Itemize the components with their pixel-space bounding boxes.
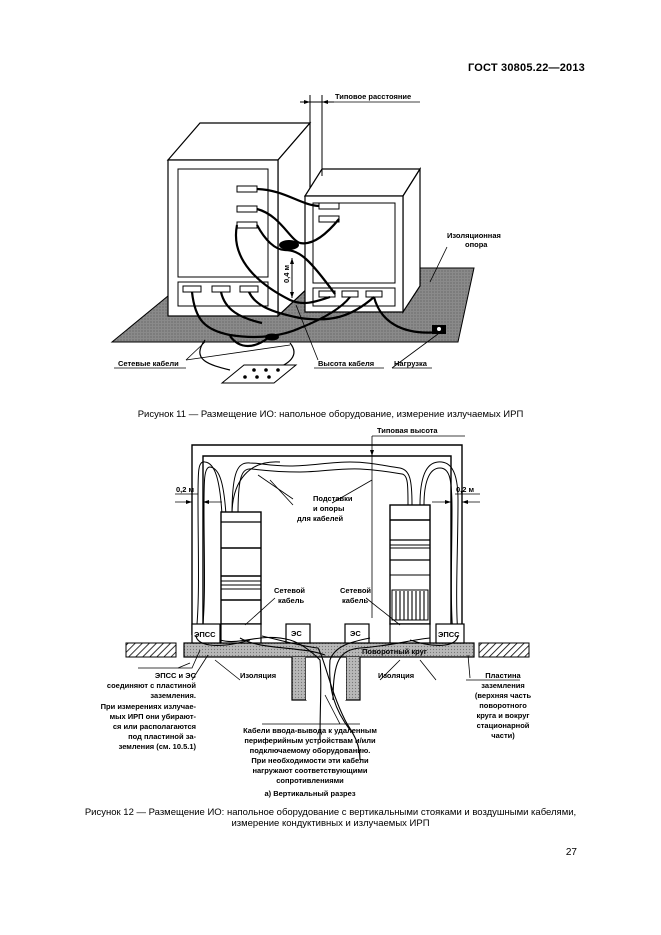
large-cabinet [166,121,312,318]
svg-text:соединяют с пластиной: соединяют с пластиной [107,681,196,690]
height-04-label: 0,4 м [282,264,291,283]
svg-text:(верхняя часть: (верхняя часть [475,691,532,700]
ferrite-clamp [279,240,299,250]
center-note: Кабели ввода-вывода к удаленным перифери… [243,726,377,785]
dist-right-label: 0,2 м [456,485,475,494]
standard-header: ГОСТ 30805.22—2013 [467,62,585,74]
mains-left-label-1: Сетевой [274,586,305,595]
svg-text:нагружают соответствующими: нагружают соответствующими [252,766,367,775]
mains-right-label-2: кабель [342,596,368,605]
right-rack [389,504,431,625]
svg-text:Пластина: Пластина [485,671,521,680]
svg-text:поворотного: поворотного [479,701,527,710]
figure-12-drawing: Типовая высота 0,2 м 0,2 м Подставки и о… [101,426,532,798]
figure-12-caption: Рисунок 12 — Размещение ИО: напольное об… [40,807,621,829]
insulation-right-label: Изоляция [378,671,414,680]
svg-text:сопротивлениями: сопротивлениями [276,776,344,785]
svg-text:ся или располагаются: ся или располагаются [113,722,196,731]
svg-text:стационарной: стационарной [477,721,530,730]
typical-height-label: Типовая высота [377,426,438,435]
svg-text:заземления: заземления [481,681,525,690]
load-label: Нагрузка [394,359,428,368]
supports-label-1: Подставки [313,494,353,503]
typical-distance-label: Типовое расстояние [335,92,411,101]
lisn-right-label: ЭПСС [438,630,460,639]
svg-text:ЭПСС и ЭС: ЭПСС и ЭС [155,671,197,680]
supports-label-3: для кабелей [297,514,344,523]
svg-text:под пластиной за-: под пластиной за- [128,732,196,741]
small-cabinet [303,166,422,315]
aux-left-label: ЭС [291,629,302,638]
aux-right-label: ЭС [350,629,361,638]
svg-text:круга и вокруг: круга и вокруг [476,711,529,720]
figure-12-caption-line-1: Рисунок 12 — Размещение ИО: напольное об… [84,807,577,818]
svg-text:При необходимости эти кабели: При необходимости эти кабели [251,756,369,765]
left-note: ЭПСС и ЭС соединяют с пластиной заземлен… [101,671,197,751]
right-note: Пластина заземления (верхняя часть повор… [475,671,532,740]
mains-left-label-2: кабель [278,596,304,605]
floor-left [125,642,177,658]
section-label: а) Вертикальный разрез [264,789,355,798]
figure-12-caption-line-2: измерение кондуктивных и излучаемых ИРП [231,818,430,829]
svg-text:земления (см. 10.5.1): земления (см. 10.5.1) [119,742,197,751]
svg-text:периферийным устройствам и/или: периферийным устройствам и/или [244,736,376,745]
mains-cables-label: Сетевые кабели [118,359,179,368]
page-number: 27 [565,847,577,858]
lisn-left-label: ЭПСС [194,630,216,639]
turntable-label: Поворотный круг [362,647,427,656]
left-rack [220,511,262,625]
figure-11-caption: Рисунок 11 — Размещение ИО: напольное об… [137,409,524,420]
svg-text:При измерениях излучае-: При измерениях излучае- [101,702,197,711]
svg-text:части): части) [491,731,515,740]
svg-text:подключаемому оборудованию.: подключаемому оборудованию. [250,746,371,755]
insulating-support-label-2: опора [465,240,488,249]
mains-right-label-1: Сетевой [340,586,371,595]
insulation-left-label: Изоляция [240,671,276,680]
floor-right [478,642,530,658]
svg-text:заземления.: заземления. [150,691,196,700]
figure-11-drawing: Типовое расстояние Изоляционная опора Се… [110,92,501,384]
cable-height-label: Высота кабеля [318,359,374,368]
insulating-support-label-1: Изоляционная [447,231,501,240]
dist-left-label: 0,2 м [176,485,195,494]
supports-label-2: и опоры [313,504,344,513]
svg-text:Кабели ввода-вывода к удаленны: Кабели ввода-вывода к удаленным [243,726,377,735]
svg-text:мых ИРП они убирают-: мых ИРП они убирают- [110,712,197,721]
